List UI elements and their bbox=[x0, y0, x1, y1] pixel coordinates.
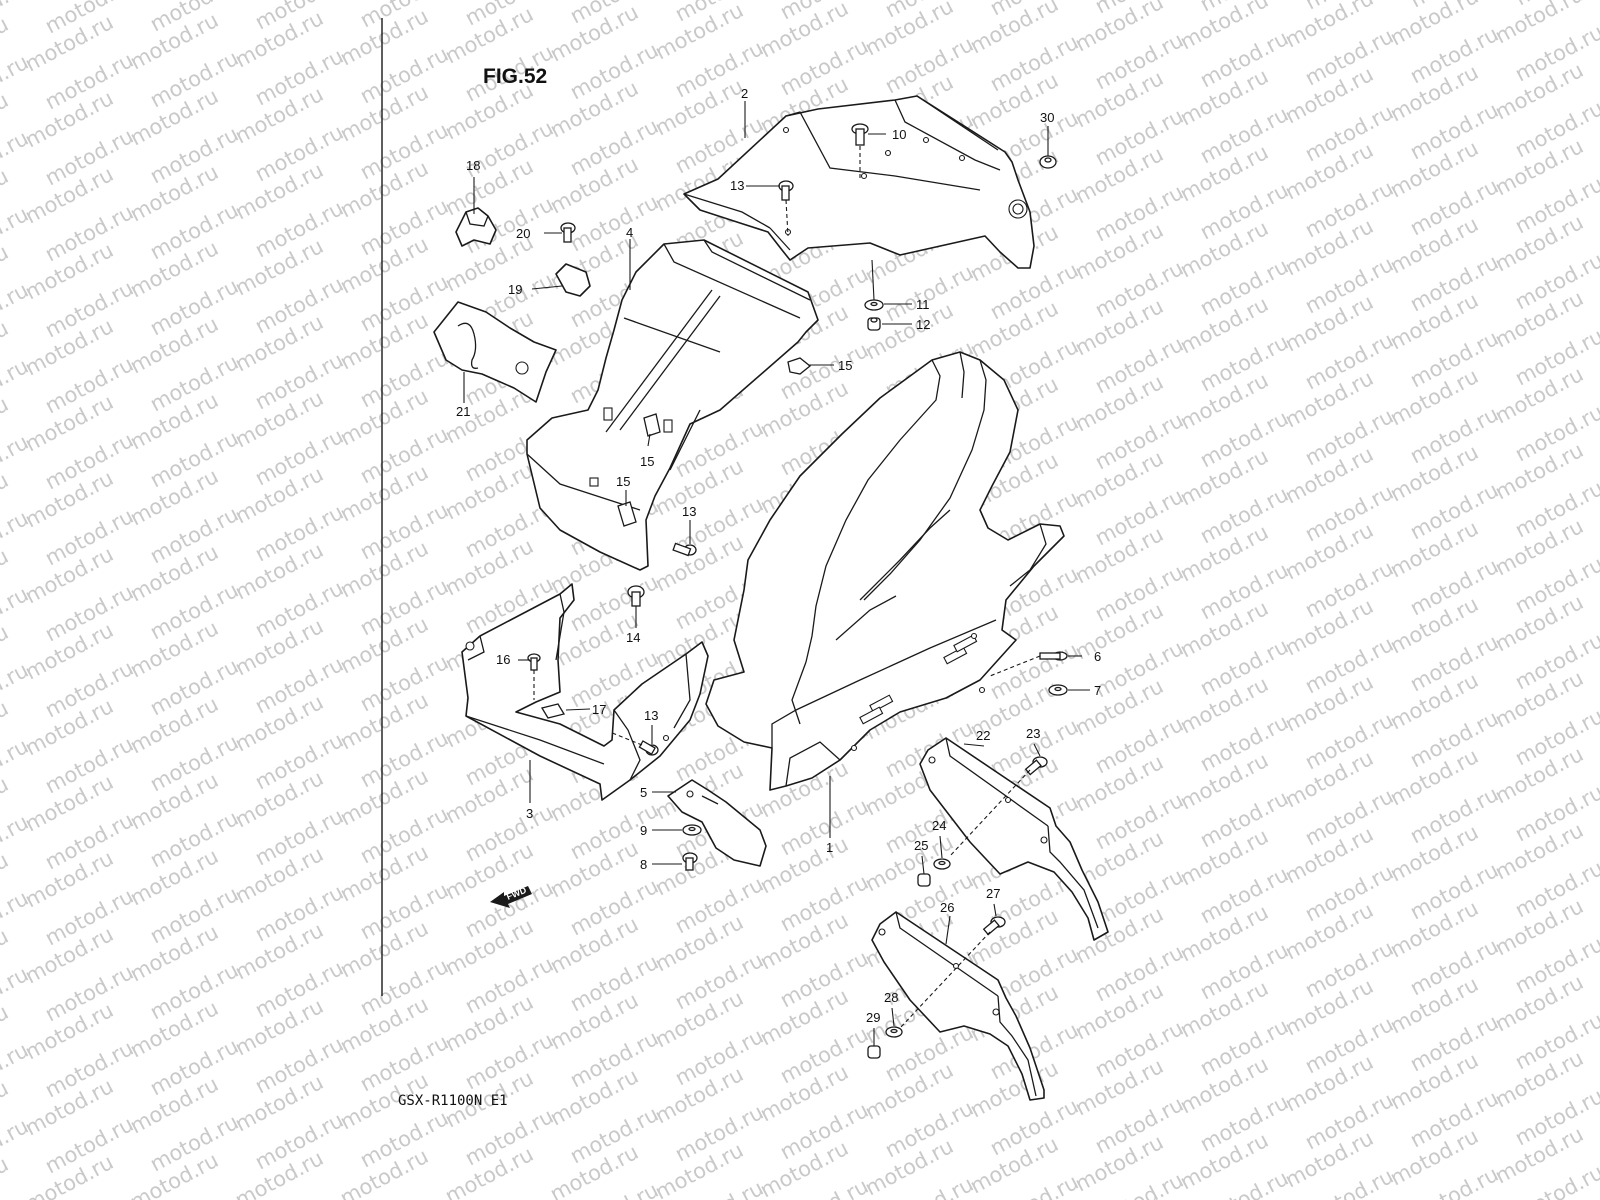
callout-26: 26 bbox=[940, 900, 954, 915]
callout-11: 11 bbox=[916, 297, 930, 312]
callout-30: 30 bbox=[1040, 110, 1054, 125]
part-22-plate-bracket bbox=[919, 737, 1109, 941]
callout-12: 12 bbox=[916, 317, 930, 332]
callout-7: 7 bbox=[1094, 683, 1101, 698]
callout-labels: 2 10 13 30 11 12 4 18 20 19 21 15 15 15 … bbox=[456, 86, 1101, 1025]
part-9-washer bbox=[682, 824, 702, 836]
callout-22: 22 bbox=[976, 728, 990, 743]
callout-16: 16 bbox=[496, 652, 510, 667]
part-28-washer bbox=[885, 1026, 903, 1038]
callout-27: 27 bbox=[986, 886, 1000, 901]
part-30-nut bbox=[1039, 155, 1057, 169]
part-17-clip bbox=[540, 703, 566, 719]
part-21-cover bbox=[433, 301, 557, 403]
hardware bbox=[527, 123, 1068, 1059]
callout-13: 13 bbox=[730, 178, 744, 193]
callout-6: 6 bbox=[1094, 649, 1101, 664]
part-1-rear-fender bbox=[705, 351, 1065, 791]
callout-20: 20 bbox=[516, 226, 530, 241]
callout-9: 9 bbox=[640, 823, 647, 838]
part-8-bolt bbox=[682, 852, 698, 871]
model-code: GSX-R1100N E1 bbox=[398, 1093, 508, 1109]
figure-title: FIG.52 bbox=[483, 65, 547, 88]
part-5-bracket bbox=[667, 779, 767, 867]
part-15-clip-b bbox=[643, 413, 661, 437]
part-14-bolt bbox=[627, 585, 645, 607]
part-7-washer bbox=[1048, 684, 1068, 696]
callout-1: 1 bbox=[826, 840, 833, 855]
callout-18: 18 bbox=[466, 158, 480, 173]
callout-15: 15 bbox=[838, 358, 852, 373]
callout-10: 10 bbox=[892, 127, 906, 142]
part-13-bolt-mid bbox=[672, 542, 697, 557]
callout-8: 8 bbox=[640, 857, 647, 872]
part-25-nut bbox=[917, 873, 931, 887]
callout-21: 21 bbox=[456, 404, 470, 419]
part-6-bolt bbox=[1039, 651, 1068, 661]
callout-5: 5 bbox=[640, 785, 647, 800]
watermark-text: motod.ru bbox=[1596, 0, 1600, 46]
part-16-bolt bbox=[527, 653, 541, 671]
part-11-washer bbox=[864, 299, 884, 311]
callout-23: 23 bbox=[1026, 726, 1040, 741]
part-20-bolt bbox=[560, 222, 576, 243]
callout-3: 3 bbox=[526, 806, 533, 821]
callout-2: 2 bbox=[741, 86, 748, 101]
part-26-plate-bracket bbox=[871, 911, 1045, 1101]
callout-13: 13 bbox=[644, 708, 658, 723]
callout-25: 25 bbox=[914, 838, 928, 853]
leader-lines bbox=[463, 101, 1090, 1046]
callout-24: 24 bbox=[932, 818, 946, 833]
part-2-rear-upper-fender bbox=[683, 95, 1035, 269]
part-13-bolt-low bbox=[638, 740, 659, 756]
callout-14: 14 bbox=[626, 630, 640, 645]
part-18-clamp bbox=[455, 207, 497, 247]
part-12-nut bbox=[867, 317, 881, 331]
part-4-inner-fender bbox=[526, 239, 819, 571]
part-19-clip bbox=[555, 263, 591, 297]
callout-13: 13 bbox=[682, 504, 696, 519]
callout-28: 28 bbox=[884, 990, 898, 1005]
callout-17: 17 bbox=[592, 702, 606, 717]
callout-15: 15 bbox=[640, 454, 654, 469]
part-24-washer bbox=[933, 858, 951, 870]
part-10-bolt bbox=[851, 123, 869, 146]
callout-4: 4 bbox=[626, 225, 633, 240]
part-29-nut bbox=[867, 1045, 881, 1059]
watermark-text: motod.ru bbox=[0, 1152, 12, 1200]
callout-15: 15 bbox=[616, 474, 630, 489]
part-27-bolt bbox=[982, 916, 1006, 936]
part-15-clip-a bbox=[787, 357, 812, 375]
callout-29: 29 bbox=[866, 1010, 880, 1025]
callout-19: 19 bbox=[508, 282, 522, 297]
